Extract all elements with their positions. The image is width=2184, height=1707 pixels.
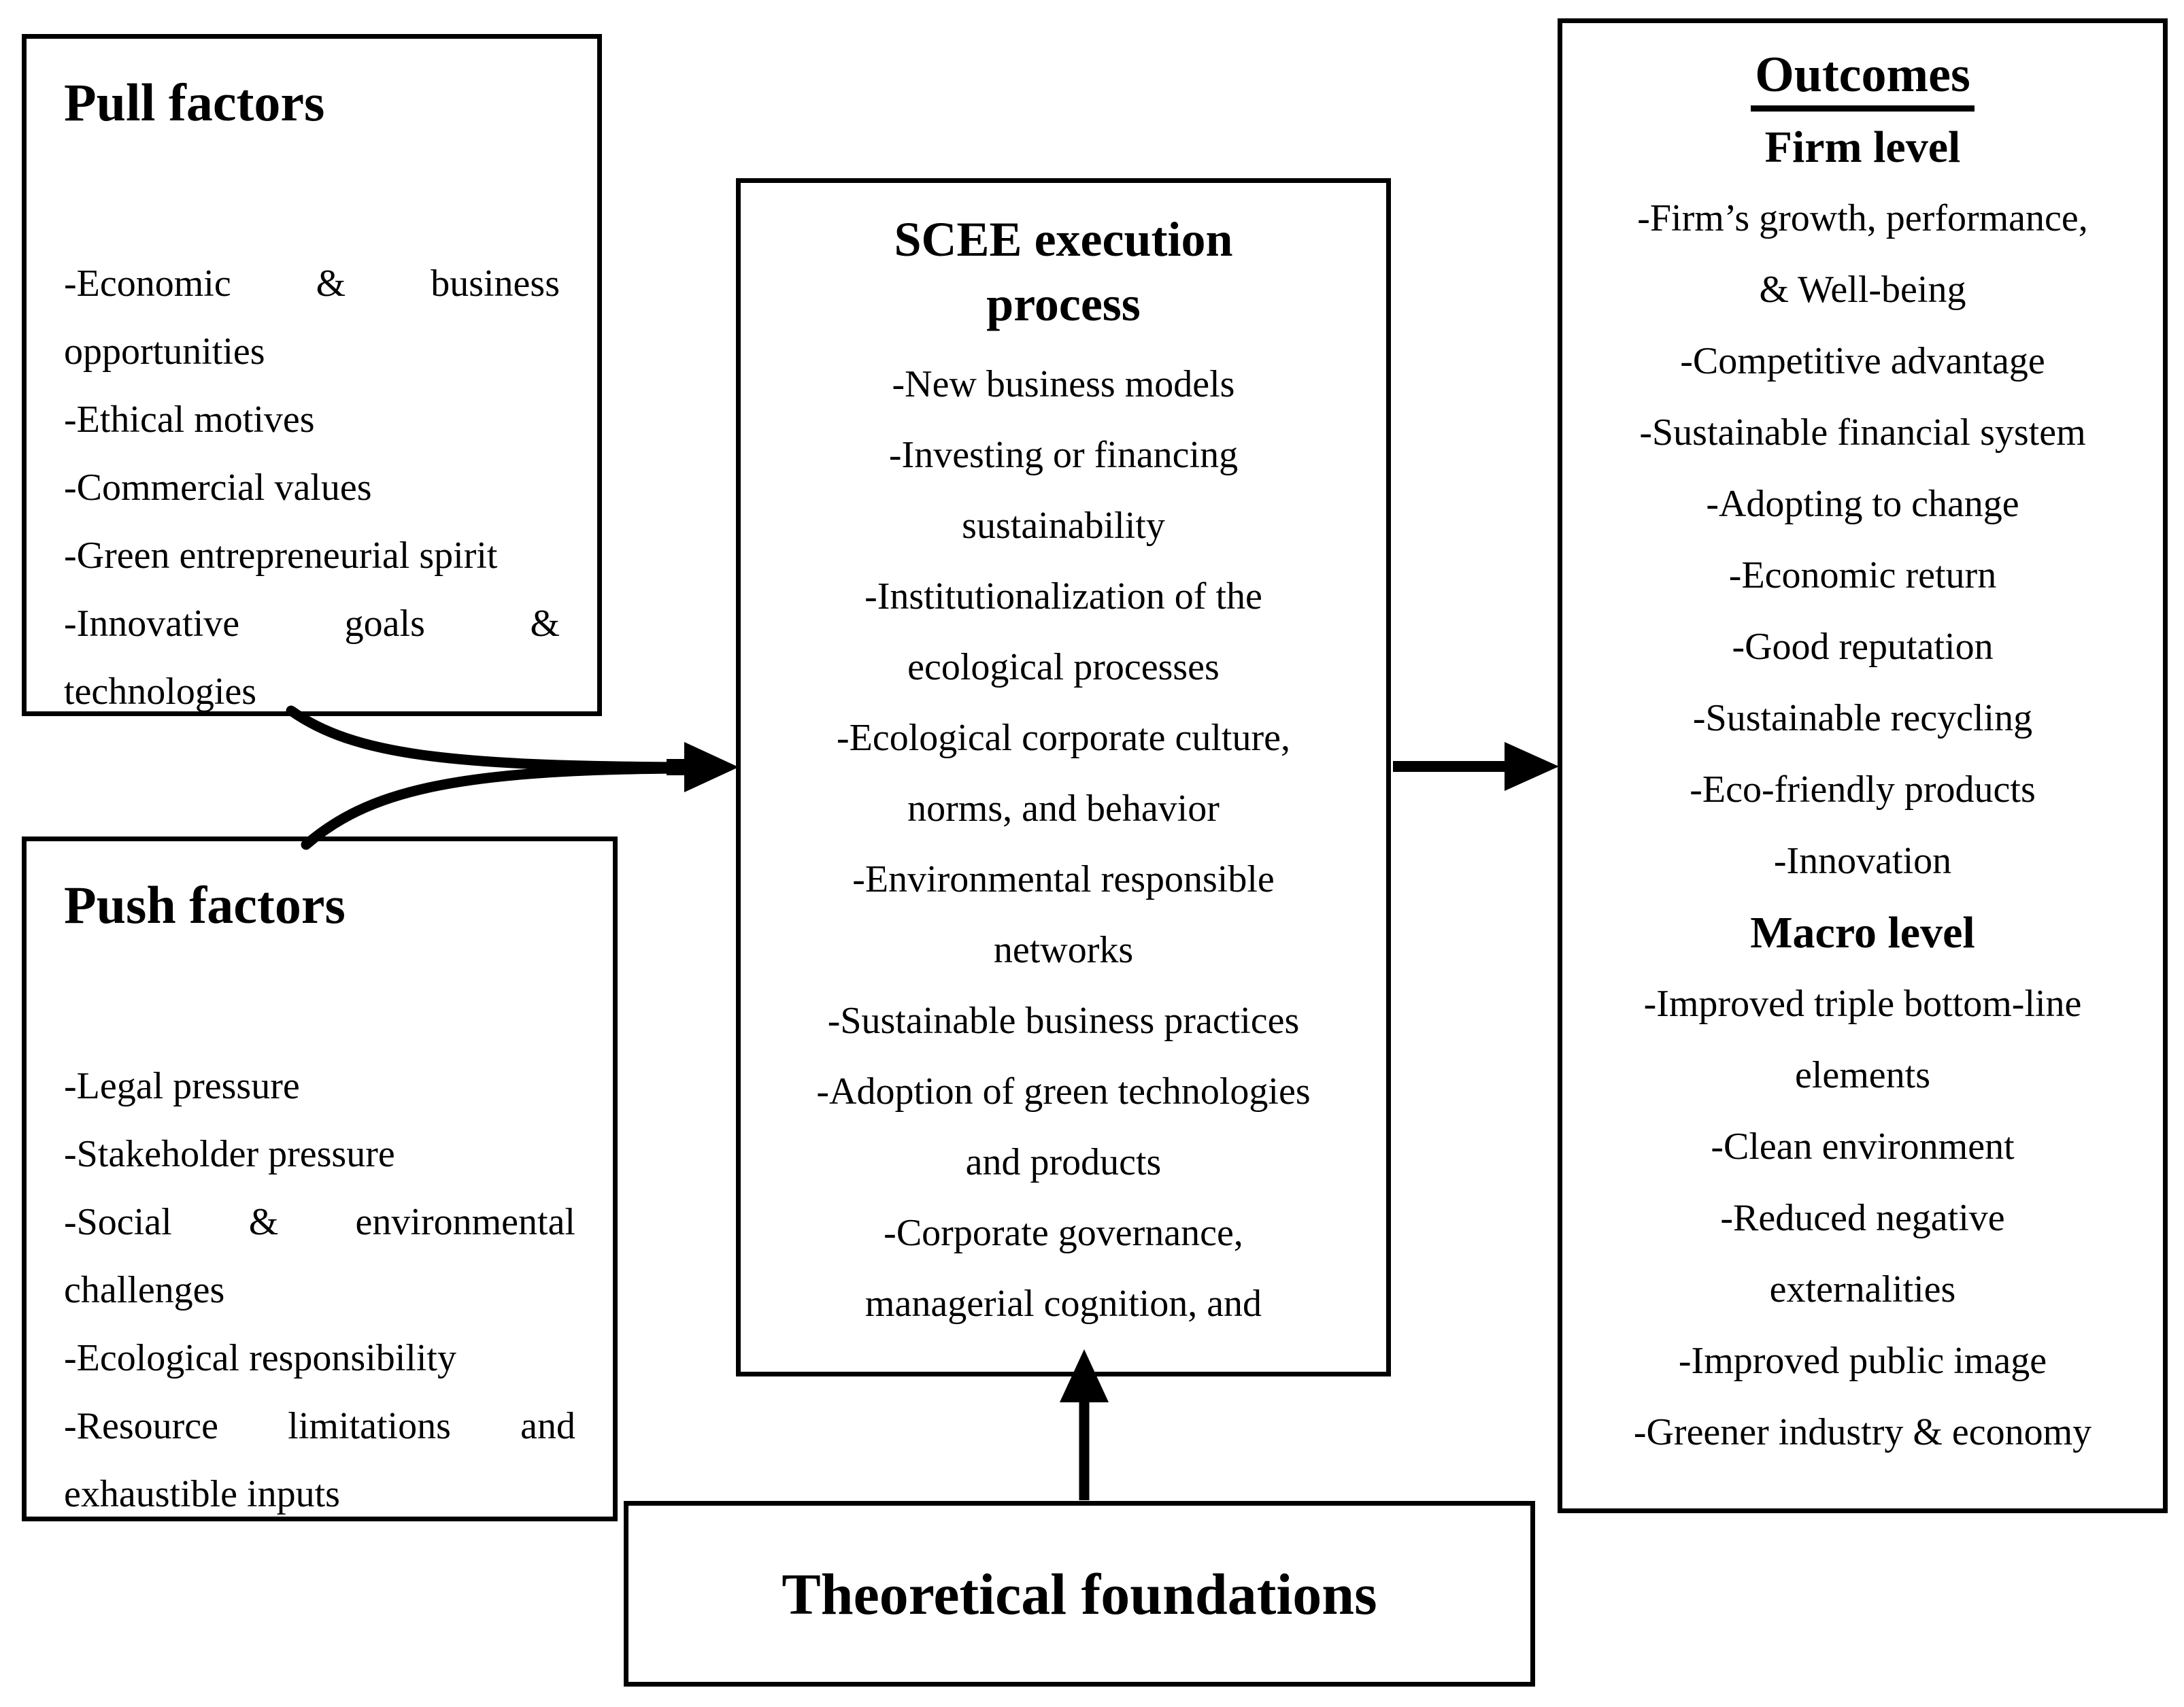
list-item: -Competitive advantage <box>1680 340 2045 382</box>
pull-factors-box: Pull factors -Economic & business opportuni… <box>22 34 602 716</box>
outcomes-box: Outcomes Firm level -Firm’s growth, perfo… <box>1558 18 2168 1513</box>
list-item: -Corporate governance, <box>884 1212 1243 1254</box>
list-item: managerial cognition, and <box>864 1283 1262 1325</box>
push-factors-title: Push factors <box>64 875 346 934</box>
list-item: & Well-being <box>1759 269 1966 311</box>
scee-to-outcomes-arrowhead <box>1505 742 1559 791</box>
list-item: -Reduced negative <box>1720 1197 2005 1239</box>
list-item: ecological processes <box>907 646 1220 688</box>
list-item: sustainability <box>962 505 1165 547</box>
outcomes-list: Firm level -Firm’s growth, performance, & … <box>1562 112 2163 1468</box>
push-factors-list: -Legal pressure -Stakeholder pressure -Soc… <box>27 1052 613 1528</box>
theoretical-foundations-title: Theoretical foundations <box>782 1561 1377 1627</box>
list-item: -Resource limitations and <box>64 1392 575 1460</box>
list-item: elements <box>1794 1054 1931 1096</box>
push-to-scee-curve-arrow <box>301 763 686 850</box>
list-item: and products <box>965 1141 1162 1183</box>
list-item: -Stakeholder pressure <box>64 1133 395 1175</box>
scee-execution-process-box: SCEE execution process -New business mod… <box>736 178 1391 1376</box>
merged-arrowhead <box>684 742 739 792</box>
list-item: -Eco-friendly products <box>1690 768 2036 811</box>
list-item: -Ecological corporate culture, <box>837 717 1290 759</box>
list-item-word: -Economic <box>64 263 231 305</box>
list-item: -Sustainable business practices <box>827 1000 1300 1042</box>
list-item: -Green entrepreneurial spirit <box>64 535 498 577</box>
list-item: -New business models <box>892 363 1235 405</box>
pull-factors-title: Pull factors <box>64 73 325 132</box>
scee-title-line1: SCEE execution <box>894 212 1233 267</box>
scee-title-line2: process <box>986 277 1141 331</box>
list-item-word: and <box>520 1405 575 1447</box>
outcomes-title-text: Outcomes <box>1751 47 1975 112</box>
list-item: -Legal pressure <box>64 1065 300 1107</box>
list-item: -Innovative goals & <box>64 590 560 658</box>
list-item: networks <box>993 929 1134 971</box>
list-item: -Social & environmental <box>64 1188 575 1256</box>
list-item: -Adoption of green technologies <box>816 1070 1311 1113</box>
subheading: Firm level <box>1764 122 1961 172</box>
list-item: -Ecological responsibility <box>64 1337 456 1379</box>
list-item: -Improved public image <box>1678 1340 2047 1382</box>
list-item: -Innovation <box>1773 840 1952 882</box>
list-item: exhaustible inputs <box>64 1473 340 1515</box>
push-factors-box: Push factors -Legal pressure -Stakeholder… <box>22 836 618 1521</box>
list-item: technologies <box>64 671 257 713</box>
list-item: -Investing or financing <box>888 434 1239 476</box>
list-item: opportunities <box>64 331 265 373</box>
list-item-word: & <box>316 263 346 305</box>
outcomes-title: Outcomes <box>1562 42 2163 112</box>
subheading: Macro level <box>1750 908 1975 958</box>
list-item-word: -Resource <box>64 1405 219 1447</box>
scee-process-list: -New business models -Investing or financ… <box>741 349 1386 1339</box>
list-item-word: -Social <box>64 1201 172 1243</box>
list-item: -Institutionalization of the <box>864 575 1262 618</box>
list-item-word: & <box>530 603 560 645</box>
list-item: -Economic & business <box>64 250 560 318</box>
list-item-word: goals <box>344 603 425 645</box>
list-item-word: business <box>431 263 560 305</box>
list-item: -Improved triple bottom-line <box>1643 983 2082 1025</box>
list-item: -Ethical motives <box>64 399 315 441</box>
list-item-word: limitations <box>288 1405 451 1447</box>
list-item: -Firm’s growth, performance, <box>1637 197 2088 239</box>
list-item: -Environmental responsible <box>852 858 1275 900</box>
list-item: norms, and behavior <box>907 788 1220 830</box>
theoretical-foundations-box: Theoretical foundations <box>624 1501 1535 1687</box>
list-item-word: -Innovative <box>64 603 240 645</box>
list-item: externalities <box>1769 1268 1956 1311</box>
list-item-word: environmental <box>355 1201 575 1243</box>
list-item-word: & <box>248 1201 279 1243</box>
scee-execution-process-title: SCEE execution process <box>741 207 1386 337</box>
list-item: -Adopting to change <box>1706 483 2019 525</box>
list-item: -Clean environment <box>1711 1126 2015 1168</box>
list-item: -Greener industry & economy <box>1633 1411 2092 1453</box>
list-item: -Sustainable financial system <box>1639 411 2086 454</box>
pull-factors-list: -Economic & business opportunities -Ethical … <box>27 250 597 726</box>
list-item: -Sustainable recycling <box>1692 697 2033 739</box>
list-item: -Good reputation <box>1732 626 1994 668</box>
list-item: -Economic return <box>1728 554 1997 596</box>
list-item: challenges <box>64 1269 225 1311</box>
list-item: -Commercial values <box>64 467 372 509</box>
